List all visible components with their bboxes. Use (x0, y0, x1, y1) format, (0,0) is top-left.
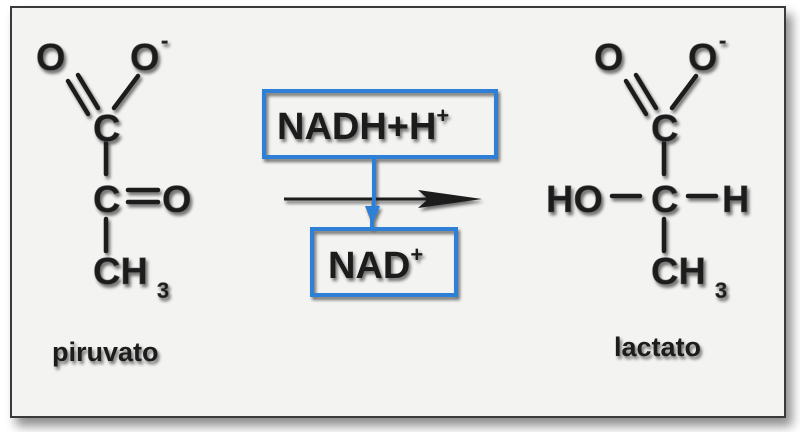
lactate-atom-o: O (594, 37, 624, 79)
pyruvate-methyl-subscript: 3 (157, 278, 169, 303)
double-bond-line-2 (623, 78, 649, 117)
lactate-name: lactato (614, 332, 701, 362)
reaction-arrow-head (418, 190, 482, 208)
lactate-structure: O O - C C HO H CH 3 lactato (546, 28, 750, 362)
lactate-hydroxyl: HO (546, 179, 603, 221)
pyruvate-atom-keto-o: O (162, 179, 192, 221)
pyruvate-atom-c2: C (93, 179, 120, 221)
lactate-charge: - (719, 28, 726, 53)
lactate-atom-c2: C (651, 179, 678, 221)
nadh-label: NADH+H+ (277, 103, 449, 148)
lactate-methyl: CH (651, 251, 706, 293)
pyruvate-charge: - (161, 28, 168, 53)
reaction-arrow-group: NADH+H+ NAD+ (262, 89, 498, 297)
lactate-methyl-subscript: 3 (715, 278, 727, 303)
pyruvate-name: piruvato (52, 337, 159, 367)
lactate-atom-h: H (722, 179, 749, 221)
nad-label: NAD+ (328, 242, 423, 287)
double-bond-line-1 (633, 72, 659, 111)
pyruvate-atom-c1: C (93, 108, 120, 150)
double-bond-line-2 (65, 78, 91, 117)
pyruvate-structure: O O - C C O CH 3 piruvato (36, 28, 192, 367)
lactate-atom-c1: C (651, 108, 678, 150)
pyruvate-methyl: CH (93, 251, 148, 293)
cofactor-connector-head (365, 206, 380, 224)
lactate-atom-o-minus: O (688, 37, 718, 79)
pyruvate-atom-o: O (36, 37, 66, 79)
single-bond-o-minus (669, 73, 699, 111)
single-bond-o-minus (111, 73, 141, 111)
double-bond-line-1 (75, 72, 101, 111)
nadh-box (262, 89, 498, 159)
nad-box (310, 227, 458, 297)
pyruvate-atom-o-minus: O (130, 37, 160, 79)
